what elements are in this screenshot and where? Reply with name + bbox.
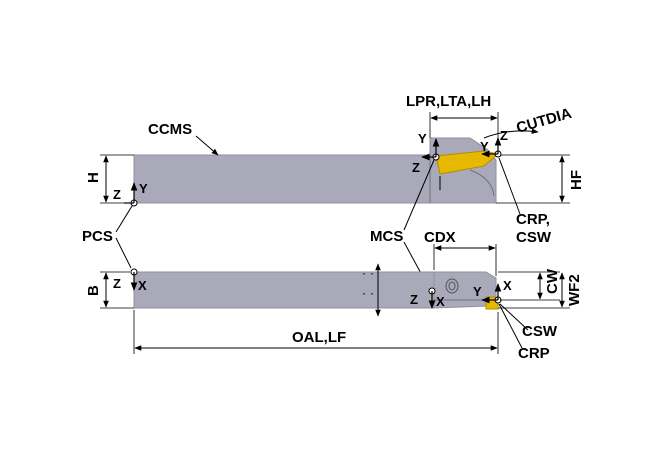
top-shank	[133, 154, 437, 204]
label-b: B	[85, 285, 102, 296]
break-mark: "	[371, 293, 374, 300]
axis-top-pcs-z: Z	[113, 187, 121, 202]
label-crp-bottom: CRP	[518, 345, 550, 362]
label-cdx: CDX	[424, 229, 456, 246]
axis-top-crp-y: Y	[480, 139, 489, 154]
label-cw: CW	[544, 268, 561, 294]
axis-bot-crp-y: Y	[473, 284, 482, 299]
label-h: H	[85, 172, 102, 183]
bottom-view	[100, 244, 570, 354]
label-pcs: PCS	[82, 228, 113, 245]
break-mark: "	[363, 293, 366, 300]
label-csw-bottom: CSW	[522, 323, 558, 340]
axis-bot-pcs-x: X	[138, 278, 147, 293]
axis-top-mcs-z: Z	[412, 160, 420, 175]
label-cutdia: CUTDIA	[514, 105, 573, 137]
label-mcs: MCS	[370, 228, 403, 245]
top-view	[100, 112, 570, 291]
axis-bot-mcs-z: Z	[410, 292, 418, 307]
label-csw-top: CSW	[516, 229, 552, 246]
label-wf2: WF2	[566, 274, 583, 306]
axis-bot-mcs-x: X	[436, 294, 445, 309]
axis-top-head-z: Z	[500, 128, 508, 143]
label-ccms: CCMS	[148, 121, 192, 138]
axis-top-head-y: Y	[418, 131, 427, 146]
break-mark: "	[371, 273, 374, 280]
axis-top-pcs-y: Y	[139, 181, 148, 196]
bottom-shank	[133, 271, 435, 309]
axis-bot-crp-x: X	[503, 278, 512, 293]
break-mark: "	[363, 273, 366, 280]
label-crp-top: CRP,	[516, 211, 550, 228]
axis-bot-pcs-z: Z	[113, 276, 121, 291]
label-hf: HF	[568, 170, 585, 190]
label-oal-lf: OAL,LF	[292, 329, 346, 346]
label-lpr-lta-lh: LPR,LTA,LH	[406, 93, 491, 110]
